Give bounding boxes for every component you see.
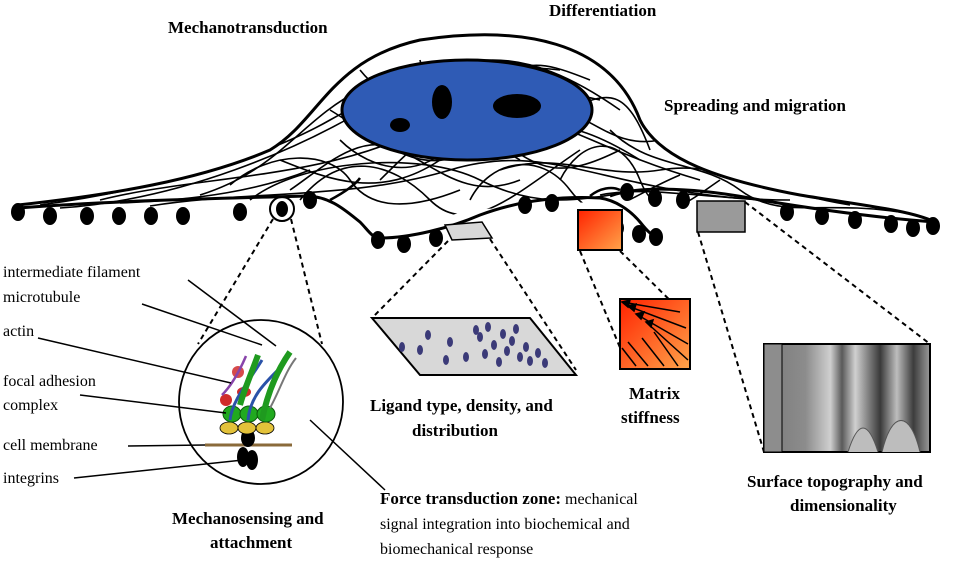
adhesion-bead xyxy=(233,203,247,221)
cell-body xyxy=(11,33,940,253)
adhesion-bead xyxy=(397,235,411,253)
nucleolus xyxy=(390,118,410,132)
topography-side xyxy=(763,343,783,453)
highlighted-adhesion-ring xyxy=(269,196,295,222)
caption-mechanosensing-line2: attachment xyxy=(210,533,292,552)
label-integrins: integrins xyxy=(3,470,59,487)
caption-mechanosensing-line1: Mechanosensing and xyxy=(172,509,324,528)
zoom-circle xyxy=(178,319,344,485)
caption-force-line3: biomechanical response xyxy=(380,541,533,558)
caption-force-line2: signal integration into biochemical and xyxy=(380,516,630,533)
label-intermediate-filament: intermediate filament xyxy=(3,264,141,281)
adhesion-bead xyxy=(429,229,443,247)
stiffness-patch-small xyxy=(577,209,623,251)
adhesion-bead xyxy=(676,191,690,209)
cell-membrane-inner xyxy=(329,177,621,202)
adhesion-bead xyxy=(11,203,25,221)
caption-force-rest: mechanical xyxy=(561,491,638,508)
nucleus xyxy=(340,58,594,162)
ligand-patch-small xyxy=(443,221,494,241)
topography-patch-small xyxy=(696,200,746,233)
adhesion-bead xyxy=(884,215,898,233)
adhesion-bead xyxy=(112,207,126,225)
integrin-shape xyxy=(237,447,249,467)
stiffness-arrows xyxy=(620,298,689,367)
adhesion-bead xyxy=(43,207,57,225)
focal-adhesion-stack xyxy=(219,350,297,435)
adhesion-bead xyxy=(632,225,646,243)
adhesion-bead xyxy=(926,217,940,235)
adhesion-bead xyxy=(815,207,829,225)
ligand-dots xyxy=(399,322,548,368)
adhesion-bead xyxy=(906,219,920,237)
adhesion-bead xyxy=(848,211,862,229)
caption-surface-line2: dimensionality xyxy=(790,496,897,515)
caption-matrix-line1: Matrix xyxy=(629,384,680,403)
adhesion-bead xyxy=(176,207,190,225)
label-microtubule: microtubule xyxy=(3,289,80,306)
adhesion-bead xyxy=(144,207,158,225)
title-differentiation: Differentiation xyxy=(549,1,657,20)
label-focal-adhesion-line2: complex xyxy=(3,397,58,414)
label-focal-adhesion-line1: focal adhesion xyxy=(3,373,96,390)
adhesion-bead xyxy=(649,228,663,246)
ligand-plane xyxy=(369,317,579,376)
integrin-shape xyxy=(246,450,258,470)
adhesion-bead xyxy=(620,183,634,201)
title-spreading-migration: Spreading and migration xyxy=(664,96,847,115)
ligand-substrate xyxy=(369,317,579,376)
adhesion-bead xyxy=(371,231,385,249)
title-mechanotransduction: Mechanotransduction xyxy=(168,18,328,37)
label-cell-membrane: cell membrane xyxy=(3,437,98,454)
caption-ligand-line2: distribution xyxy=(412,421,499,440)
surface-topography-panel xyxy=(763,343,931,453)
adhesion-bead xyxy=(780,203,794,221)
nucleolus xyxy=(493,94,541,118)
adhesion-bead xyxy=(545,194,559,212)
adhesion-bead xyxy=(80,207,94,225)
adhesion-bead xyxy=(518,196,532,214)
label-actin: actin xyxy=(3,323,34,340)
caption-matrix-line2: stiffness xyxy=(621,408,680,427)
focal-adhesion-zoom xyxy=(37,279,386,491)
component-leader-lines xyxy=(37,279,386,491)
caption-force-line1: Force transduction zone: mechanical xyxy=(380,489,638,508)
adhesion-points xyxy=(11,183,940,253)
adhesion-bead xyxy=(276,201,288,217)
matrix-stiffness-panel xyxy=(619,298,691,370)
nucleolus xyxy=(432,85,452,119)
caption-surface-line1: Surface topography and xyxy=(747,472,923,491)
adhesion-bead xyxy=(303,191,317,209)
adhesion-bead xyxy=(648,189,662,207)
caption-ligand-line1: Ligand type, density, and xyxy=(370,396,553,415)
caption-force-bold: Force transduction zone: xyxy=(380,489,561,508)
topography-ridges xyxy=(847,420,921,453)
